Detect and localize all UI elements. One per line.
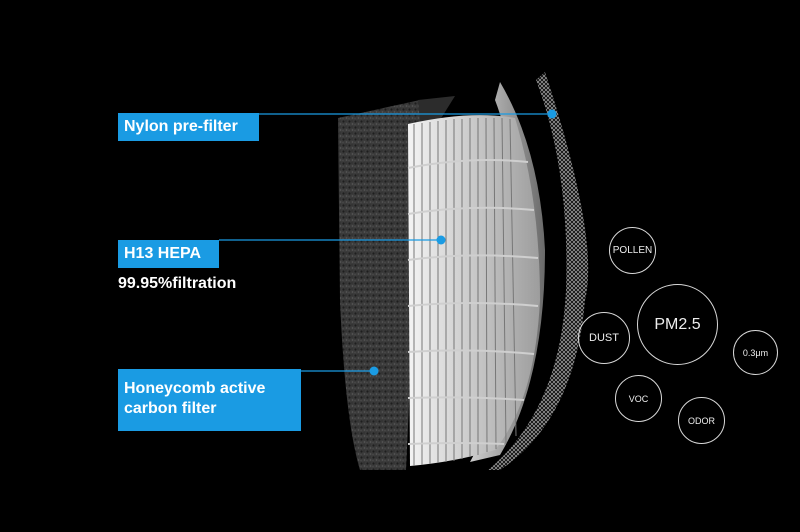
nylon-callout-dot <box>547 109 557 119</box>
hepa-filtration-text: 99.95%filtration <box>118 275 237 292</box>
odor-bubble: ODOR <box>678 397 725 444</box>
honeycomb-callout-dot <box>369 366 379 376</box>
dust-bubble: DUST <box>578 312 630 364</box>
hepa-label: H13 HEPA <box>118 240 219 268</box>
nylon-prefilter-label: Nylon pre-filter <box>118 113 259 141</box>
pollen-bubble: POLLEN <box>609 227 656 274</box>
voc-bubble: VOC <box>615 375 662 422</box>
hepa-callout-dot <box>436 235 446 245</box>
particle-size-bubble: 0.3μm <box>733 330 778 375</box>
honeycomb-line-2: carbon filter <box>124 400 217 417</box>
nylon-mesh-layer <box>488 72 589 470</box>
nylon-prefilter-text: Nylon pre-filter <box>124 118 238 135</box>
callout-lines <box>219 113 552 372</box>
honeycomb-carbon-label: Honeycomb active carbon filter <box>118 369 301 431</box>
honeycomb-line-1: Honeycomb active <box>124 380 266 397</box>
hepa-pleats <box>407 115 540 466</box>
pm25-bubble: PM2.5 <box>637 284 718 365</box>
hepa-text: H13 HEPA <box>124 245 202 262</box>
carbon-foam-layer <box>338 100 420 470</box>
